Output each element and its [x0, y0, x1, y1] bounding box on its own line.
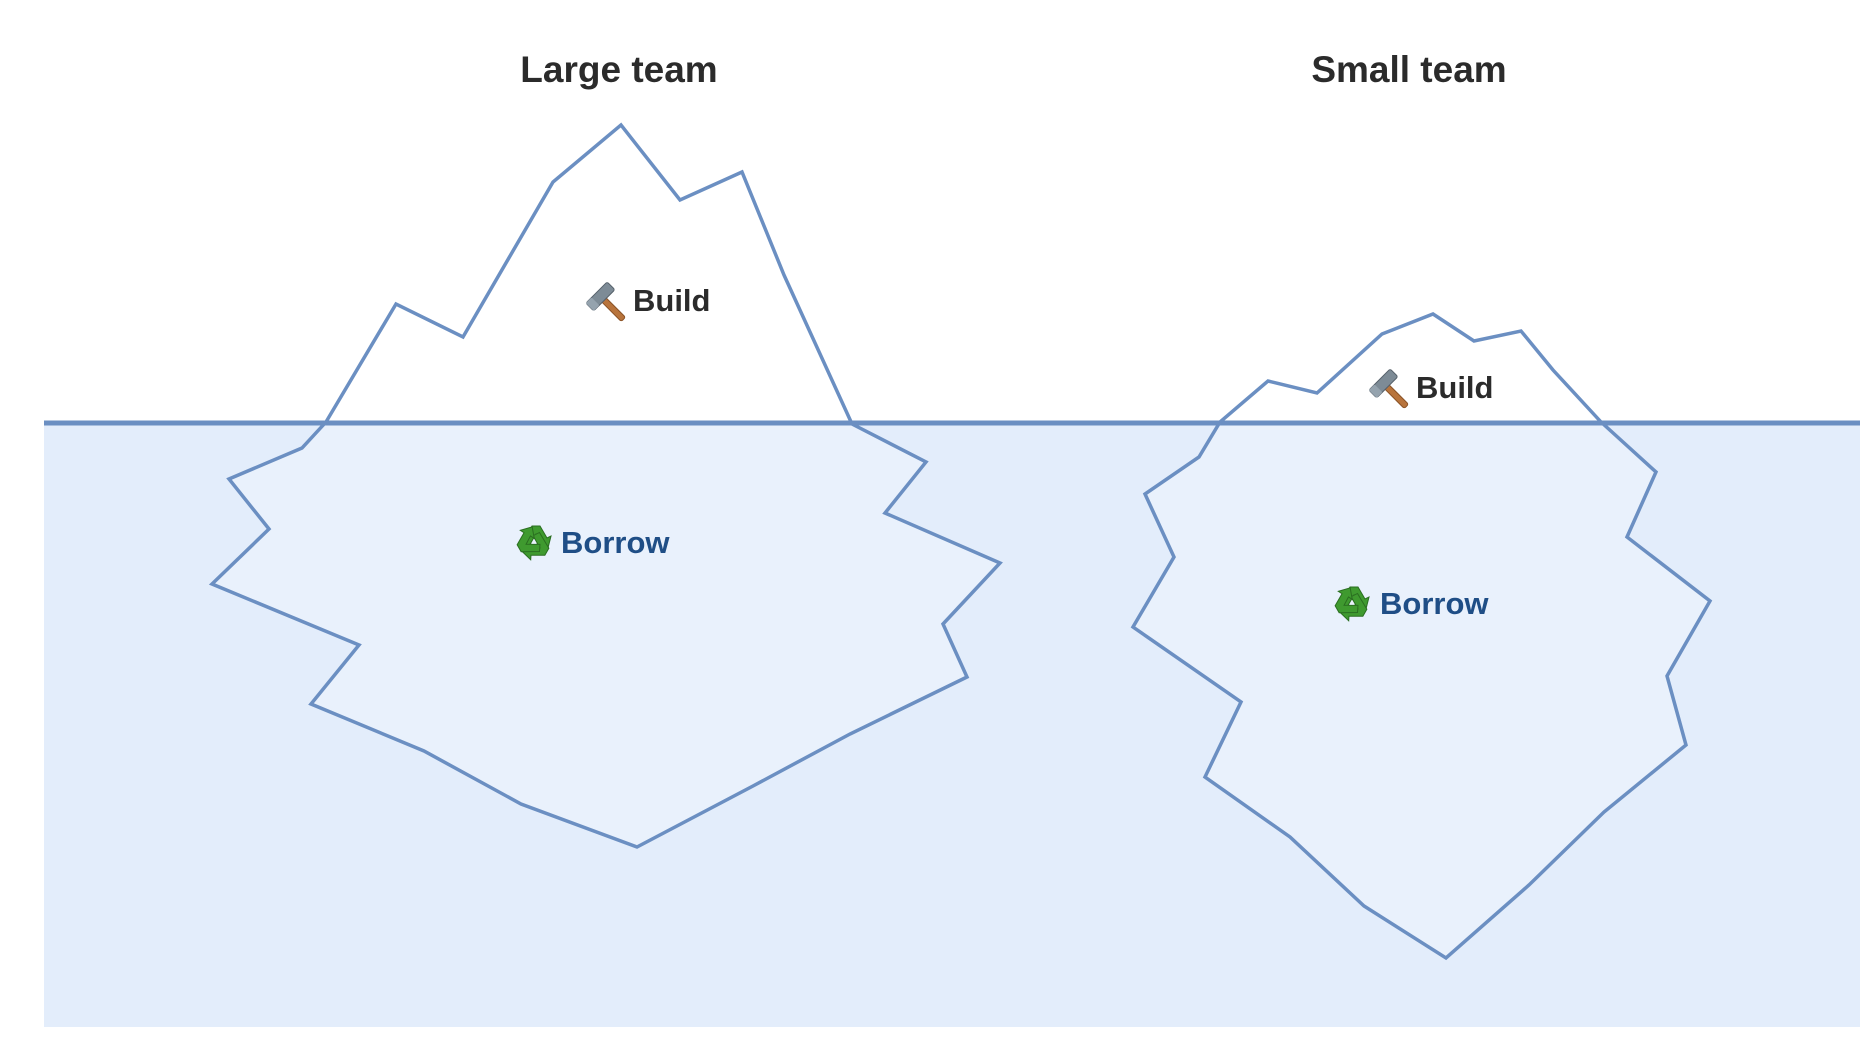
large-iceberg-above-water	[326, 125, 852, 424]
small-build-label: Build	[1416, 370, 1494, 405]
large-build-label: Build	[633, 283, 711, 318]
small-borrow-label: Borrow	[1380, 586, 1489, 621]
large-borrow-label: Borrow	[561, 525, 670, 560]
small-iceberg-above-water	[1220, 314, 1601, 422]
small-team-iceberg	[1130, 312, 1713, 961]
large-iceberg-underwater	[212, 422, 1000, 847]
large-iceberg-outline	[208, 122, 1003, 849]
small-iceberg-outline	[1130, 312, 1713, 961]
small-team-title: Small team	[1311, 49, 1506, 90]
large-team-iceberg	[208, 122, 1003, 849]
small-iceberg-underwater	[1133, 422, 1710, 958]
large-team-title: Large team	[520, 49, 717, 90]
